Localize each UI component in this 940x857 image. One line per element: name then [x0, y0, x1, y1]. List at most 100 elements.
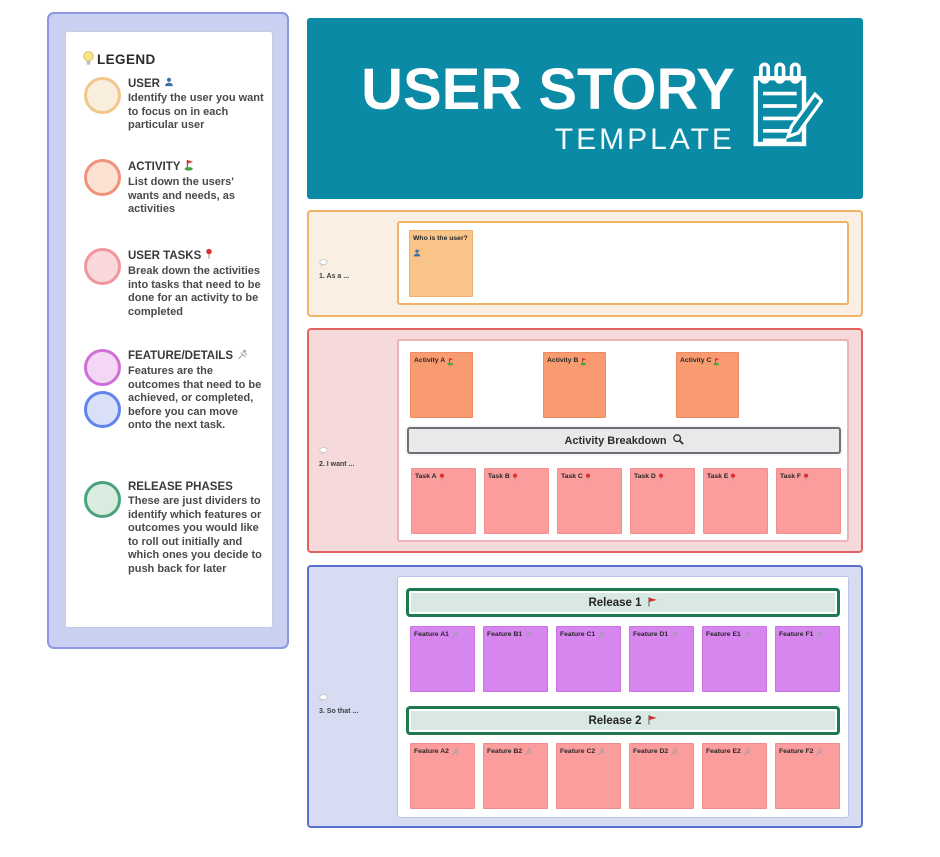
task-sticky[interactable]: Task C	[557, 468, 622, 534]
feature-sticky[interactable]: Feature F1	[775, 626, 840, 692]
legend-item-title: USER	[128, 77, 160, 90]
sticky-label: Feature F1	[779, 631, 814, 638]
sticky-label: Task D	[634, 473, 656, 480]
activity-row: Activity A Activity B	[410, 352, 739, 418]
sticky-label: Task C	[561, 473, 583, 480]
sticky-label: Feature B1	[487, 631, 523, 638]
activity-sticky[interactable]: Activity A	[410, 352, 473, 418]
task-sticky[interactable]: Task B	[484, 468, 549, 534]
legend-item-desc: Features are the outcomes that need to b…	[128, 365, 262, 431]
legend-item-desc: Break down the activities into tasks tha…	[128, 265, 261, 318]
legend-title-text: LEGEND	[97, 52, 156, 67]
legend-item-title: RELEASE PHASES	[128, 481, 233, 493]
sticky-label: Task E	[707, 473, 729, 480]
section-so-that: 3. So that ... Release 1 Feature A1	[307, 565, 863, 828]
legend-item-release: RELEASE PHASES These are just dividers t…	[82, 481, 264, 576]
climbing-icon	[237, 349, 248, 363]
sticky-label: Task F	[780, 473, 802, 480]
legend-heading: LEGEND	[82, 50, 156, 69]
sticky-label: Feature E2	[706, 748, 741, 755]
section-as-a: 1. As a ... Who is the user?	[307, 210, 863, 317]
sticky-label: Feature B2	[487, 748, 523, 755]
activity-sticky[interactable]: Activity B	[543, 352, 606, 418]
task-sticky[interactable]: Task A	[411, 468, 476, 534]
user-icon	[413, 244, 469, 262]
lightbulb-icon	[82, 50, 95, 69]
banner-subtitle: TEMPLATE	[554, 122, 735, 156]
feature-sticky[interactable]: Feature E1	[702, 626, 767, 692]
climbing-icon	[451, 631, 459, 642]
feature-sticky[interactable]: Feature D2	[629, 743, 694, 809]
climbing-icon	[815, 748, 823, 759]
sticky-label: Feature A2	[414, 748, 449, 755]
feature-sticky[interactable]: Feature C2	[556, 743, 621, 809]
red-flag-icon	[647, 596, 658, 610]
golf-flag-icon	[447, 357, 454, 369]
task-color-swatch	[84, 248, 121, 285]
sticky-label: Who is the user?	[413, 235, 468, 242]
climbing-icon	[743, 631, 751, 642]
feature-sticky[interactable]: Feature E2	[702, 743, 767, 809]
sticky-label: Feature E1	[706, 631, 741, 638]
speech-bubble-icon	[319, 689, 328, 706]
activity-breakdown-bar[interactable]: Activity Breakdown	[407, 427, 841, 454]
feature-sticky[interactable]: Feature A1	[410, 626, 475, 692]
notepad-pencil-icon	[747, 54, 824, 163]
task-sticky[interactable]: Task F	[776, 468, 841, 534]
banner-title: USER STORY	[361, 56, 735, 122]
sticky-label: Feature D1	[633, 631, 669, 638]
pushpin-icon	[439, 473, 445, 485]
activity-sticky[interactable]: Activity C	[676, 352, 739, 418]
task-sticky[interactable]: Task E	[703, 468, 768, 534]
task-sticky[interactable]: Task D	[630, 468, 695, 534]
golf-flag-icon	[580, 357, 587, 369]
legend-item-activity: ACTIVITY List down the users' wants and …	[82, 159, 264, 217]
section-i-want: 2. I want ... Activity A Activity B	[307, 328, 863, 553]
legend-item-user: USER Identify the user you want to focus…	[82, 77, 264, 133]
sticky-label: Feature C1	[560, 631, 596, 638]
climbing-icon	[597, 631, 605, 642]
climbing-icon	[524, 748, 532, 759]
legend-panel: LEGEND USER Identify the user you want t…	[47, 12, 289, 649]
climbing-icon	[524, 631, 532, 642]
user-sticky[interactable]: Who is the user?	[409, 230, 473, 297]
release-2-bar[interactable]: Release 2	[406, 706, 840, 735]
legend-item-title: ACTIVITY	[128, 160, 181, 173]
climbing-icon	[815, 631, 823, 642]
section1-label-text: 1. As a ...	[319, 273, 350, 280]
title-banner[interactable]: USER STORY TEMPLATE	[307, 18, 863, 199]
feature-color-swatch	[84, 349, 121, 386]
feature-sticky[interactable]: Feature F2	[775, 743, 840, 809]
pushpin-icon	[658, 473, 664, 485]
feature-sticky[interactable]: Feature D1	[629, 626, 694, 692]
speech-bubble-icon	[319, 442, 328, 459]
feature-sticky[interactable]: Feature A2	[410, 743, 475, 809]
feature-row-release2: Feature A2 Feature B2	[410, 743, 840, 809]
sticky-label: Feature A1	[414, 631, 449, 638]
feature-sticky[interactable]: Feature B1	[483, 626, 548, 692]
sticky-label: Feature D2	[633, 748, 669, 755]
golf-flag-icon	[184, 159, 194, 174]
climbing-icon	[451, 748, 459, 759]
feature-sticky[interactable]: Feature C1	[556, 626, 621, 692]
banner-text: USER STORY TEMPLATE	[361, 56, 735, 157]
legend-panel-inner: LEGEND USER Identify the user you want t…	[65, 31, 273, 628]
section3-canvas: Release 1 Feature A1 F	[397, 576, 849, 818]
activity-color-swatch	[84, 159, 121, 196]
detail-color-swatch	[84, 391, 121, 428]
pushpin-icon	[512, 473, 518, 485]
climbing-icon	[743, 748, 751, 759]
release-1-bar[interactable]: Release 1	[406, 588, 840, 617]
feature-row-release1: Feature A1 Feature B1	[410, 626, 840, 692]
legend-item-desc: These are just dividers to identify whic…	[128, 495, 262, 575]
sticky-label: Task B	[488, 473, 510, 480]
sticky-label: Activity C	[680, 357, 712, 364]
sticky-label: Feature C2	[560, 748, 596, 755]
sticky-label: Feature F2	[779, 748, 814, 755]
feature-sticky[interactable]: Feature B2	[483, 743, 548, 809]
sticky-label: Activity A	[414, 357, 446, 364]
section2-label: 2. I want ...	[319, 442, 395, 468]
pushpin-icon	[803, 473, 809, 485]
legend-item-feature: FEATURE/DETAILS Features are the outcome…	[82, 349, 264, 433]
legend-item-desc: List down the users' wants and needs, as…	[128, 176, 235, 215]
